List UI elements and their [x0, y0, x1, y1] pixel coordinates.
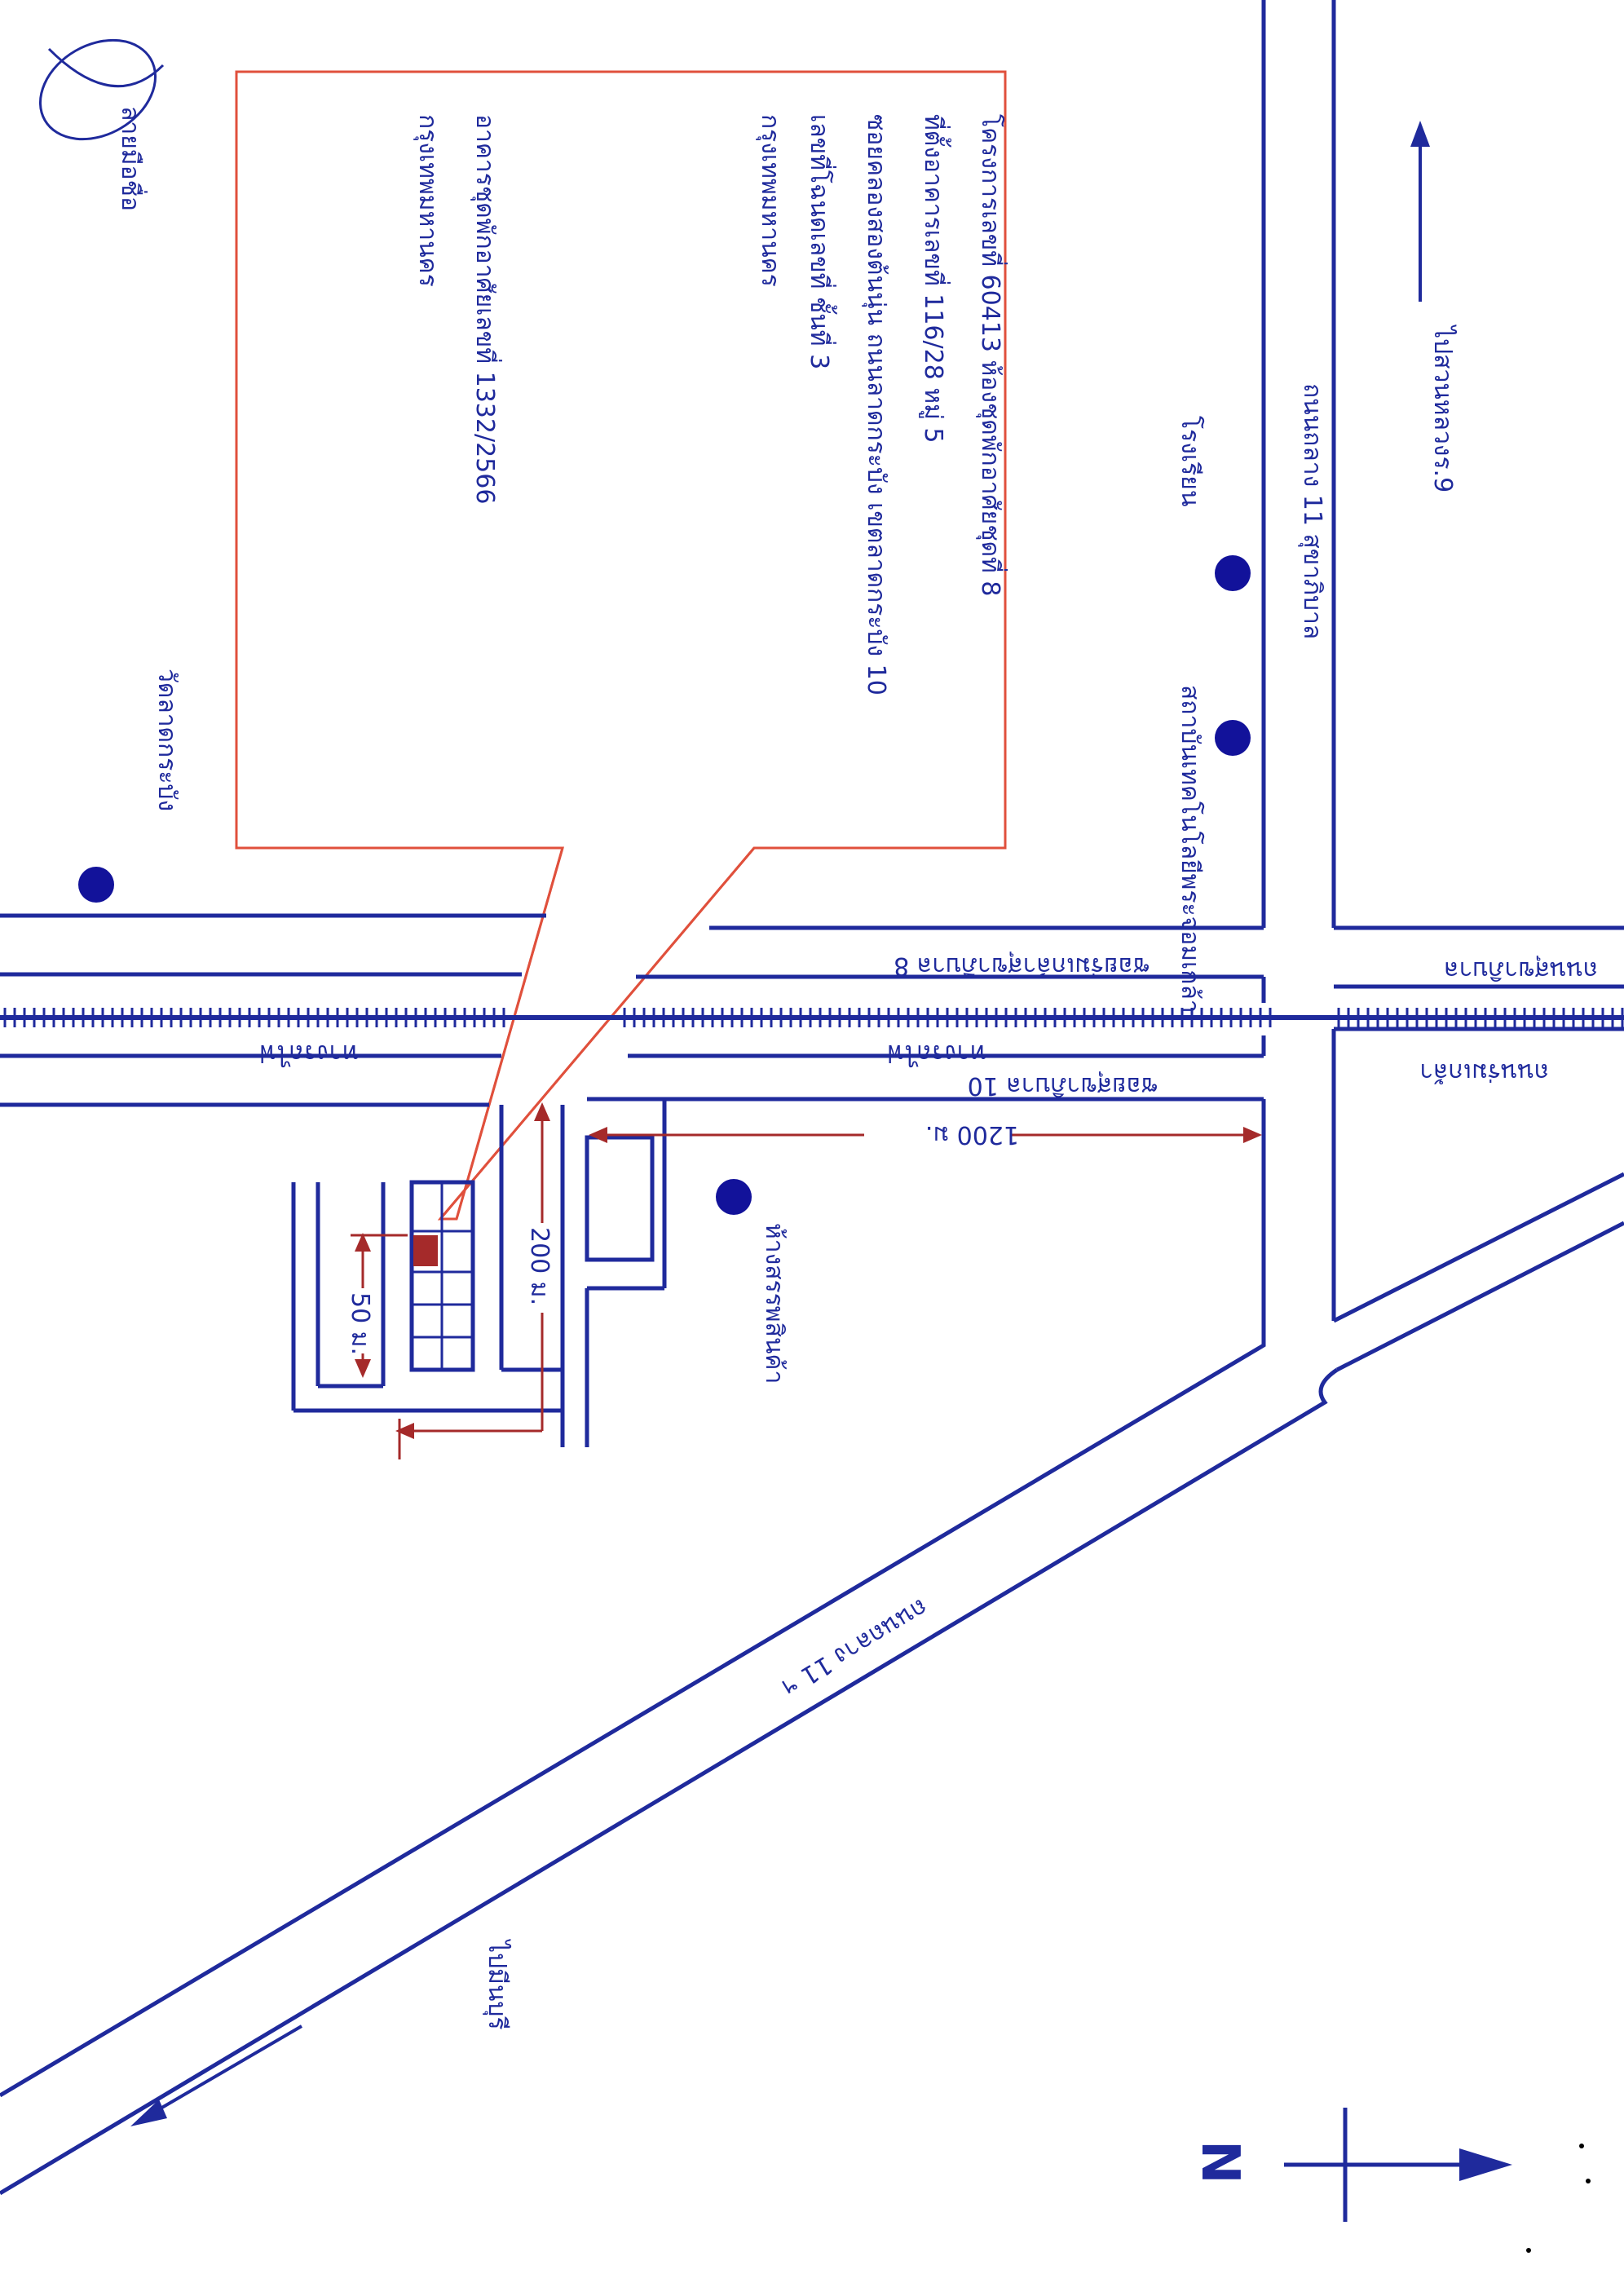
- direction-bottom: ไปมีนบุรี: [130, 1939, 512, 2126]
- direction-bottom-label: ไปมีนบุรี: [482, 1939, 512, 2030]
- north-label: N: [1189, 2140, 1250, 2184]
- callout-line-2: ที่ตั้งอาคารเลขที่ 116/28 หมู่ 5: [919, 114, 951, 444]
- main-vertical-road-label: ถนนถลาง 11 สุขาภิบาล: [1297, 383, 1326, 639]
- road-label-rail-right: ทางรถไฟ: [887, 1039, 986, 1068]
- landmark-upper-right-2: สถาบันเทคโนโลยีพระจอมเกล้า: [1176, 685, 1205, 1013]
- dimensions: 1200 ม. 200 ม. 50 ม.: [346, 1102, 1262, 1459]
- road-label-soi-10: ซอยสุขาภิบาล 10: [968, 1071, 1158, 1100]
- dimension-short: 50 ม.: [346, 1292, 374, 1355]
- road-label-right-upper: ถนนสุขาภิบาล: [1444, 955, 1598, 984]
- landmark-top-left-dot: [78, 867, 114, 903]
- callout-line-3: ซอยคลองสองต้นนุ่น ถนนลาดกระบัง เขตลาดกระ…: [861, 114, 890, 695]
- signature-text: ลายมือชื่อ: [116, 106, 148, 211]
- road-label-rail-left: ทางรถไฟ: [259, 1039, 359, 1068]
- landmark-upper-right-1: โรงเรียน: [1176, 416, 1205, 506]
- main-vertical-road: ถนนถลาง 11 สุขาภิบาล: [1261, 0, 1336, 928]
- dimension-long: 1200 ม.: [925, 1120, 1019, 1149]
- horizontal-roads: [0, 913, 1624, 1321]
- landmark-top-left: วัดลาดกระบัง: [152, 669, 181, 811]
- callout-line-1: โครงการเลขที่ 60413 ห้องชุดพักอาศัยชุดที…: [975, 114, 1008, 596]
- rail-ties: [3, 1008, 1624, 1027]
- callout-line-4: เลขที่โฉนดเลขที่ ชั้นที่ 3: [805, 114, 837, 369]
- signature: ลายมือชื่อ: [38, 38, 165, 211]
- callout-line-6: อาคารชุดพักอาศัยเลขที่ 1332/2566: [470, 114, 502, 504]
- callout-pointer-right: [439, 847, 756, 1220]
- north-arrow: N: [1189, 2108, 1512, 2222]
- callout-box: โครงการเลขที่ 60413 ห้องชุดพักอาศัยชุดที…: [235, 70, 1008, 1221]
- site-plan: [291, 1099, 667, 1447]
- landmark-middle-dot: [716, 1179, 752, 1215]
- callout-line-7: กรุงเทพมหานคร: [413, 114, 442, 287]
- road-label-right-lower: ถนนร่มเกล้า: [1419, 1057, 1549, 1086]
- diagonal-road: ถนนถลาง 11 ฯ: [0, 1099, 1624, 2196]
- dimension-mid: 200 ม.: [525, 1227, 554, 1305]
- road-label-soi-8: ซอยร่มเกล้าสุขาภิบาล 8: [894, 951, 1150, 980]
- direction-top: ไปสวนหลวงร.9: [1410, 121, 1458, 492]
- landmark-middle: ห้างสรรพสินค้า: [760, 1223, 788, 1384]
- direction-top-label: ไปสวนหลวงร.9: [1428, 325, 1458, 492]
- landmark-upper-right-2-dot: [1215, 720, 1251, 756]
- adjacent-block: [585, 1135, 655, 1262]
- callout-line-5: กรุงเทพมหานคร: [755, 114, 784, 287]
- landmark-upper-right-1-dot: [1215, 555, 1251, 591]
- unit-marker: [413, 1235, 438, 1266]
- callout-pointer-left: [455, 847, 564, 1220]
